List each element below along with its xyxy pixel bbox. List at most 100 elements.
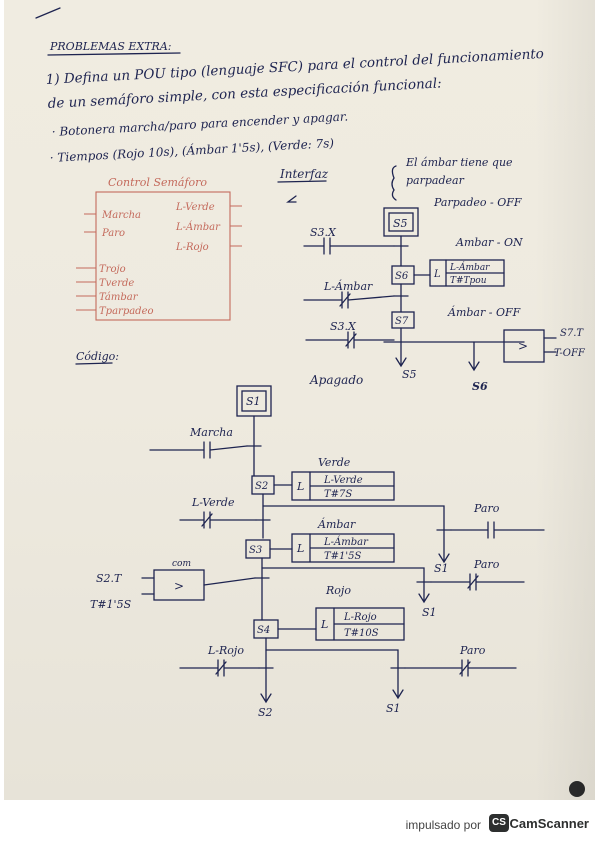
s6-action-var: L-Ámbar (449, 261, 490, 273)
note-line-1: El ámbar tiene que (405, 156, 513, 169)
contact-lrojo-negated (179, 659, 260, 677)
pou-param-tparpadeo: Tparpadeo (99, 306, 154, 317)
contact-paro-3 (404, 659, 517, 677)
pou-pins (84, 205, 242, 247)
s6-action-qualifier: L (433, 269, 441, 280)
goto-s1-b: S1 (422, 606, 437, 619)
goto-s6: S6 (472, 380, 488, 393)
pou-out-rojo: L-Rojo (175, 242, 209, 253)
pou-param-trojo: Trojo (99, 264, 126, 275)
s4-action-time: T#10S (344, 628, 379, 639)
cmp-in-s2t: S2.T (96, 572, 123, 585)
contact-s3x-b-negated (305, 331, 395, 349)
comparator-symbol: > (518, 339, 528, 353)
apagado-label: Apagado (309, 373, 363, 387)
pen-mark (35, 7, 61, 19)
interfaz-arrow (286, 195, 297, 203)
cond-s3x-a: S3.X (310, 226, 337, 239)
note-line-2: parpadear (406, 174, 465, 187)
s3-action-var: L-Ámbar (323, 536, 369, 548)
goto-s2: S2 (258, 706, 273, 719)
s2-action-time: T#7S (324, 489, 352, 500)
branch-paro-3 (265, 649, 404, 700)
handwritten-sheet: PROBLEMAS EXTRA: 1) Defina un POU tipo (… (35, 7, 586, 719)
contact-marcha (149, 441, 248, 459)
pou-param-tambar: Támbar (99, 292, 139, 303)
s4-action-qualifier: L (320, 618, 328, 631)
codigo-underline (75, 362, 113, 365)
cond-paro-3: Paro (459, 644, 486, 657)
cond-lambar: L-Ámbar (323, 279, 373, 293)
pou-param-tverde: Tverde (99, 278, 134, 289)
pou-in-marcha: Marcha (101, 210, 141, 221)
cmp-in-toff: T-OFF (554, 348, 586, 359)
link-s7-down (395, 327, 407, 368)
step-s4-label: S4 (257, 625, 270, 636)
s3-action-grid (309, 533, 395, 563)
interfaz-underline (277, 180, 327, 183)
label-ambar-on: Ambar - ON (455, 236, 523, 249)
contact-s3x-a (303, 237, 395, 255)
comparator-main-pins (141, 577, 256, 595)
ambar-caption: Ámbar (317, 517, 356, 531)
pou-param-arrows (76, 267, 96, 311)
step-s5-inner (388, 212, 414, 232)
s2-action-grid (309, 471, 395, 501)
codigo-label: Código: (76, 350, 119, 363)
s6-action-time: T#Tpou (450, 276, 487, 286)
page-title: PROBLEMAS EXTRA: (49, 40, 172, 53)
cond-marcha: Marcha (189, 426, 233, 439)
step-s7 (391, 311, 415, 329)
verde-caption: Verde (318, 456, 351, 469)
step-s7-label: S7 (395, 316, 409, 327)
cond-s3x-b: S3.X (330, 320, 357, 333)
branch-paro-2 (261, 567, 430, 604)
scanned-page: PROBLEMAS EXTRA: 1) Defina un POU tipo (… (4, 0, 595, 800)
title-underline (47, 52, 181, 56)
cmp-in-t15: T#1'5S (90, 598, 132, 611)
s3-action-qualifier: L (296, 542, 304, 555)
s2-action-qualifier: L (296, 480, 304, 493)
step-s3-label: S3 (249, 545, 262, 556)
bullet-botonera: · Botonera marcha/paro para encender y a… (51, 109, 348, 139)
cmp-in-s7t: S7.T (560, 328, 584, 339)
cmp-caption: com (172, 559, 191, 569)
camscanner-logo-icon: CS (489, 814, 509, 832)
s6-action-grid (445, 259, 505, 287)
powered-by-text: impulsado por (405, 818, 481, 832)
note-line-3: Parpadeo - OFF (433, 196, 522, 209)
corner-stamp-icon (569, 781, 585, 797)
branch-paro-1 (262, 505, 450, 564)
goto-s1-c: S1 (386, 702, 401, 715)
contact-paro-1 (450, 521, 545, 539)
step-s5-label: S5 (393, 217, 408, 230)
scanner-footer: impulsado por CS CamScanner (0, 800, 599, 848)
s3-action-time: T#1'5S (324, 551, 362, 562)
s4-action-grid (333, 607, 405, 641)
cond-lrojo: L-Rojo (207, 644, 244, 657)
interfaz-label: Interfaz (279, 167, 329, 181)
goto-s5: S5 (402, 368, 417, 381)
s2-action-var: L-Verde (323, 475, 363, 486)
contact-lverde-negated (179, 511, 257, 529)
pou-out-ambar: L-Ámbar (175, 221, 221, 233)
contact-paro-2 (430, 573, 525, 591)
step-s2-label: S2 (255, 481, 268, 492)
pou-title: Control Semáforo (108, 176, 207, 189)
pou-out-verde: L-Verde (175, 202, 215, 213)
cond-lverde: L-Verde (191, 496, 235, 509)
goto-s1-a: S1 (434, 562, 449, 575)
note-brace (391, 165, 397, 201)
label-ambar-off: Ámbar - OFF (447, 305, 521, 319)
step-s1-label: S1 (246, 395, 261, 408)
pou-in-paro: Paro (101, 228, 125, 239)
link-to-s6 (468, 341, 480, 372)
cond-paro-2: Paro (473, 558, 500, 571)
comparator-pins (543, 337, 557, 353)
contact-lambar-negated (303, 291, 395, 309)
camscanner-brand: CamScanner (509, 816, 589, 831)
step-s6-label: S6 (395, 271, 409, 282)
pou-block (95, 191, 231, 321)
rojo-caption: Rojo (325, 584, 351, 597)
cond-paro-1: Paro (473, 502, 500, 515)
